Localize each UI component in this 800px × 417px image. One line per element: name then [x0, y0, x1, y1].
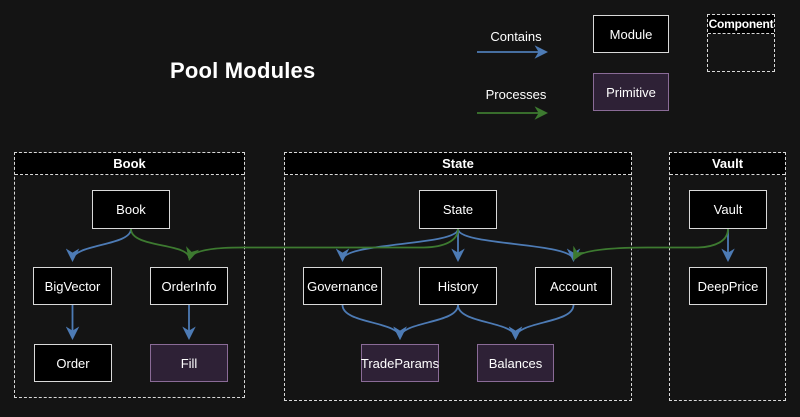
node-balances: Balances [477, 344, 554, 382]
container-book: Book [14, 152, 245, 398]
node-bigvector: BigVector [33, 267, 112, 305]
node-vault: Vault [689, 190, 767, 229]
legend-component-box: Component [707, 14, 775, 72]
legend-component-label: Component [708, 15, 774, 34]
legend-module-box: Module [593, 15, 669, 53]
node-account: Account [535, 267, 612, 305]
container-state: State [284, 152, 632, 401]
container-vault: Vault [669, 152, 786, 401]
legend-primitive-box: Primitive [593, 73, 669, 111]
container-book-title: Book [15, 153, 244, 175]
node-deepprice: DeepPrice [689, 267, 767, 305]
node-governance: Governance [303, 267, 382, 305]
node-book: Book [92, 190, 170, 229]
container-vault-title: Vault [670, 153, 785, 175]
page-title: Pool Modules [170, 58, 316, 83]
node-order: Order [34, 344, 112, 382]
node-history: History [419, 267, 497, 305]
node-fill: Fill [150, 344, 228, 382]
node-state: State [419, 190, 497, 229]
container-state-title: State [285, 153, 631, 175]
node-tradeparams: TradeParams [361, 344, 439, 382]
legend-contains-label: Contains [490, 29, 542, 44]
legend-processes-label: Processes [485, 87, 547, 102]
node-orderinfo: OrderInfo [150, 267, 228, 305]
